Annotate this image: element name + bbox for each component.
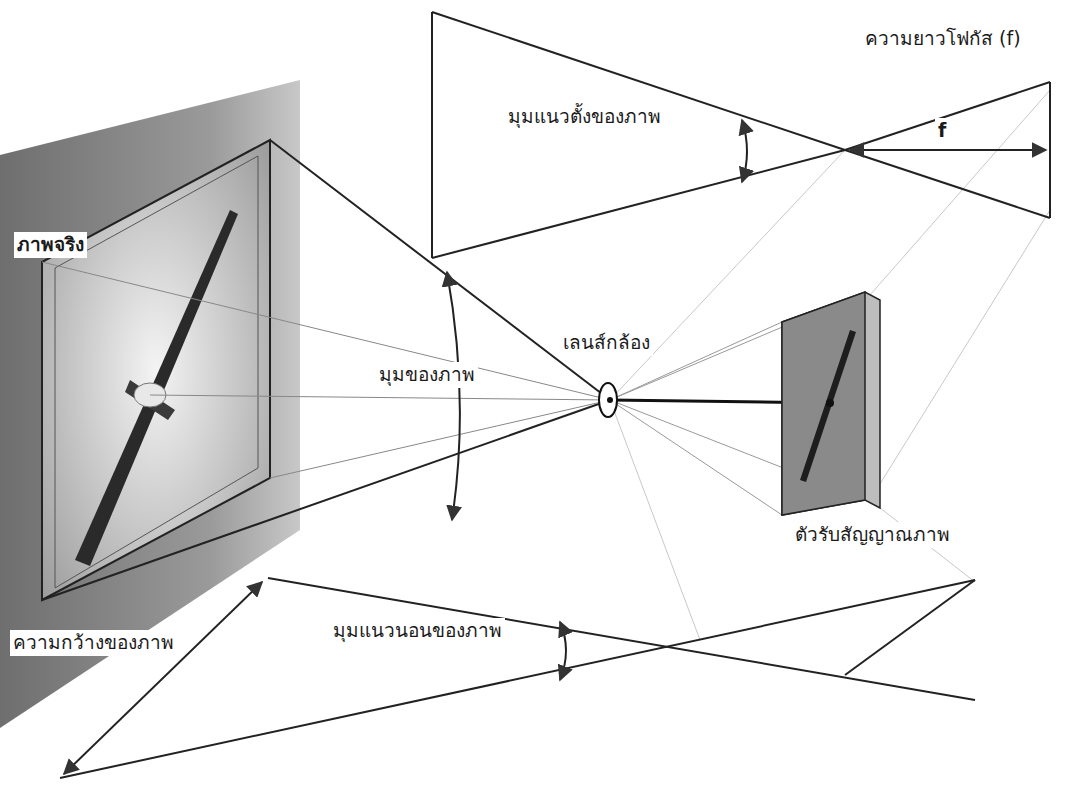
focal-length-label: ความยาวโฟกัส (f) bbox=[862, 26, 1024, 52]
image-width-label: ความกว้างของภาพ bbox=[10, 630, 177, 656]
sensor-label: ตัวรับสัญญาณภาพ bbox=[792, 522, 953, 548]
real-image-label: ภาพจริง bbox=[14, 232, 87, 258]
focal-symbol: f bbox=[935, 118, 949, 144]
horizontal-angle-label: มุมแนวนอนของภาพ bbox=[330, 618, 505, 644]
vertical-angle-label: มุมแนวตั้งของภาพ bbox=[505, 104, 664, 130]
angle-of-view-label: มุมของภาพ bbox=[376, 362, 478, 388]
lens-label: เลนส์กล้อง bbox=[560, 330, 653, 356]
